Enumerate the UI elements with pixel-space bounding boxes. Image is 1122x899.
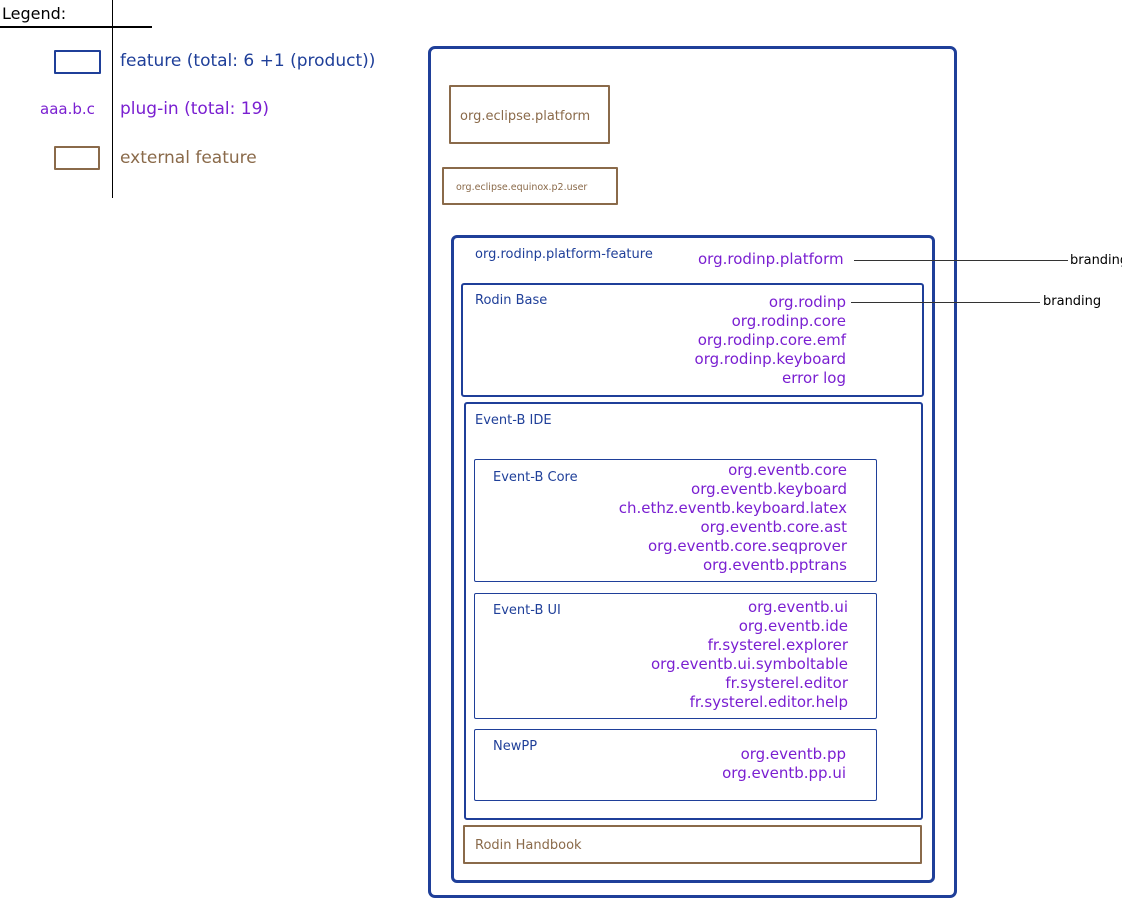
- plugin-item: org.eventb.core.ast: [700, 518, 847, 536]
- rodin-base-label: Rodin Base: [475, 293, 548, 308]
- legend-external-text: external feature: [120, 148, 257, 168]
- plugin-item: org.eventb.ui.symboltable: [651, 655, 848, 673]
- legend-external-swatch: [54, 146, 100, 170]
- external-feature-label: org.eclipse.platform: [460, 109, 591, 124]
- product-box: [428, 46, 957, 898]
- plugin-item: fr.systerel.editor.help: [689, 693, 848, 711]
- legend-plugin-text: plug-in (total: 19): [120, 99, 270, 119]
- external-feature-eclipse-platform: org.eclipse.platform: [449, 85, 610, 144]
- plugin-item: error log: [782, 369, 846, 387]
- platform-feature-plugin: org.rodinp.platform: [698, 250, 844, 268]
- rodin-base-box: [461, 283, 924, 397]
- branding-annotation-platform: branding: [1070, 253, 1122, 268]
- eventb-ide-label: Event-B IDE: [475, 413, 552, 428]
- plugin-item: fr.systerel.explorer: [707, 636, 848, 654]
- branding-connector-platform: [854, 260, 1068, 261]
- eventb-ui-plugins: org.eventb.ui org.eventb.ide fr.systerel…: [651, 598, 848, 712]
- plugin-item: org.rodinp.core.emf: [697, 331, 846, 349]
- plugin-item: org.eventb.keyboard: [691, 480, 847, 498]
- plugin-item: org.eventb.core: [728, 461, 847, 479]
- plugin-item: org.rodinp: [768, 293, 846, 311]
- eventb-core-box: [474, 459, 877, 582]
- plugin-item: ch.ethz.eventb.keyboard.latex: [618, 499, 847, 517]
- plugin-item: fr.systerel.editor: [725, 674, 848, 692]
- plugin-item: org.eventb.pp.ui: [722, 764, 846, 782]
- rodin-base-plugins: org.rodinp org.rodinp.core org.rodinp.co…: [695, 293, 846, 388]
- eventb-core-label: Event-B Core: [493, 470, 578, 485]
- legend-plugin-sample: aaa.b.c: [40, 100, 95, 118]
- external-feature-label: org.eclipse.equinox.p2.user: [456, 182, 588, 193]
- legend-feature-swatch: [54, 50, 101, 74]
- rodin-handbook-label: Rodin Handbook: [475, 838, 582, 853]
- plugin-item: org.eventb.ui: [747, 598, 848, 616]
- plugin-item: org.eventb.core.seqprover: [647, 537, 847, 555]
- branding-connector-rodinp: [851, 302, 1040, 303]
- plugin-item: org.eventb.pp: [740, 745, 846, 763]
- eventb-ui-label: Event-B UI: [493, 603, 561, 618]
- plugin-item: org.eventb.ide: [738, 617, 848, 635]
- platform-feature-label: org.rodinp.platform-feature: [475, 247, 653, 262]
- legend-title-underline: [0, 26, 152, 28]
- rodin-handbook-box: [463, 825, 922, 864]
- eventb-ui-box: [474, 593, 877, 719]
- newpp-plugins: org.eventb.pp org.eventb.pp.ui: [722, 745, 846, 783]
- plugin-item: org.rodinp.keyboard: [694, 350, 846, 368]
- plugin-item: org.rodinp.core: [731, 312, 846, 330]
- legend-title: Legend:: [2, 4, 67, 23]
- newpp-box: [474, 729, 877, 801]
- legend-divider: [112, 0, 113, 198]
- branding-annotation-rodinp: branding: [1043, 294, 1102, 309]
- external-feature-equinox-p2-user: org.eclipse.equinox.p2.user: [442, 167, 618, 205]
- eventb-ide-box: [464, 402, 923, 820]
- newpp-label: NewPP: [493, 739, 538, 754]
- legend-feature-text: feature (total: 6 +1 (product)): [120, 51, 376, 71]
- platform-feature-box: [451, 235, 935, 883]
- plugin-item: org.eventb.pptrans: [703, 556, 847, 574]
- eventb-core-plugins: org.eventb.core org.eventb.keyboard ch.e…: [619, 461, 847, 575]
